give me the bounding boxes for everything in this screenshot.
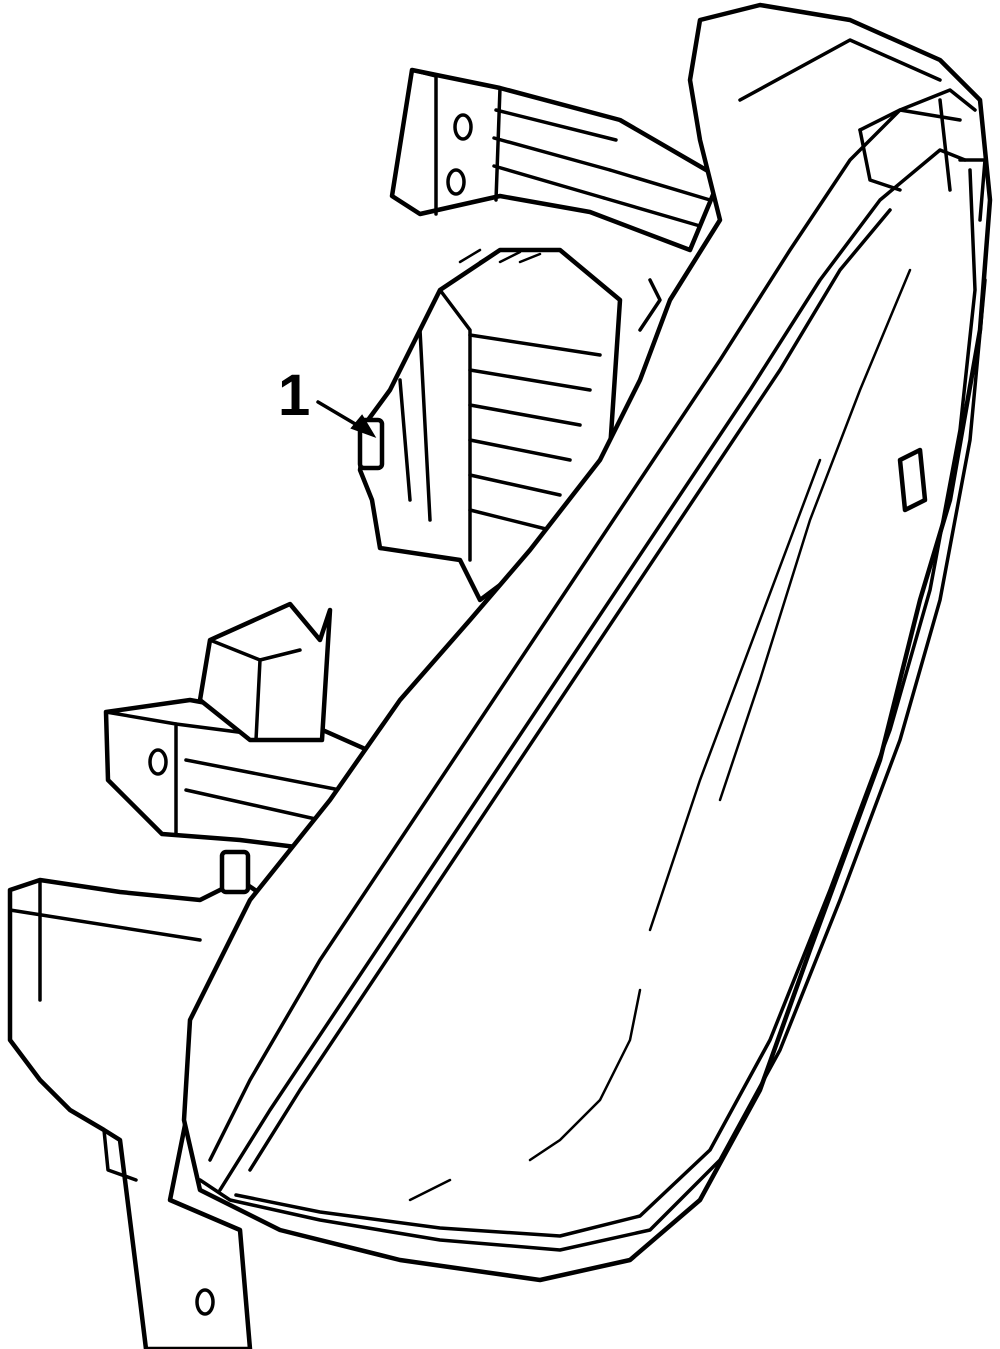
bolt-hole xyxy=(195,1288,215,1316)
lamp-housing xyxy=(181,2,993,1283)
callout-arrowhead xyxy=(350,414,377,438)
bolt-hole xyxy=(453,113,473,141)
callout-label: 1 xyxy=(278,363,310,428)
rear-housing-ribs xyxy=(357,247,623,603)
callout-1: 1 xyxy=(278,363,377,438)
upper-mounting-bracket xyxy=(389,67,723,253)
bolt-hole xyxy=(148,748,168,776)
bolt-hole xyxy=(446,168,466,196)
